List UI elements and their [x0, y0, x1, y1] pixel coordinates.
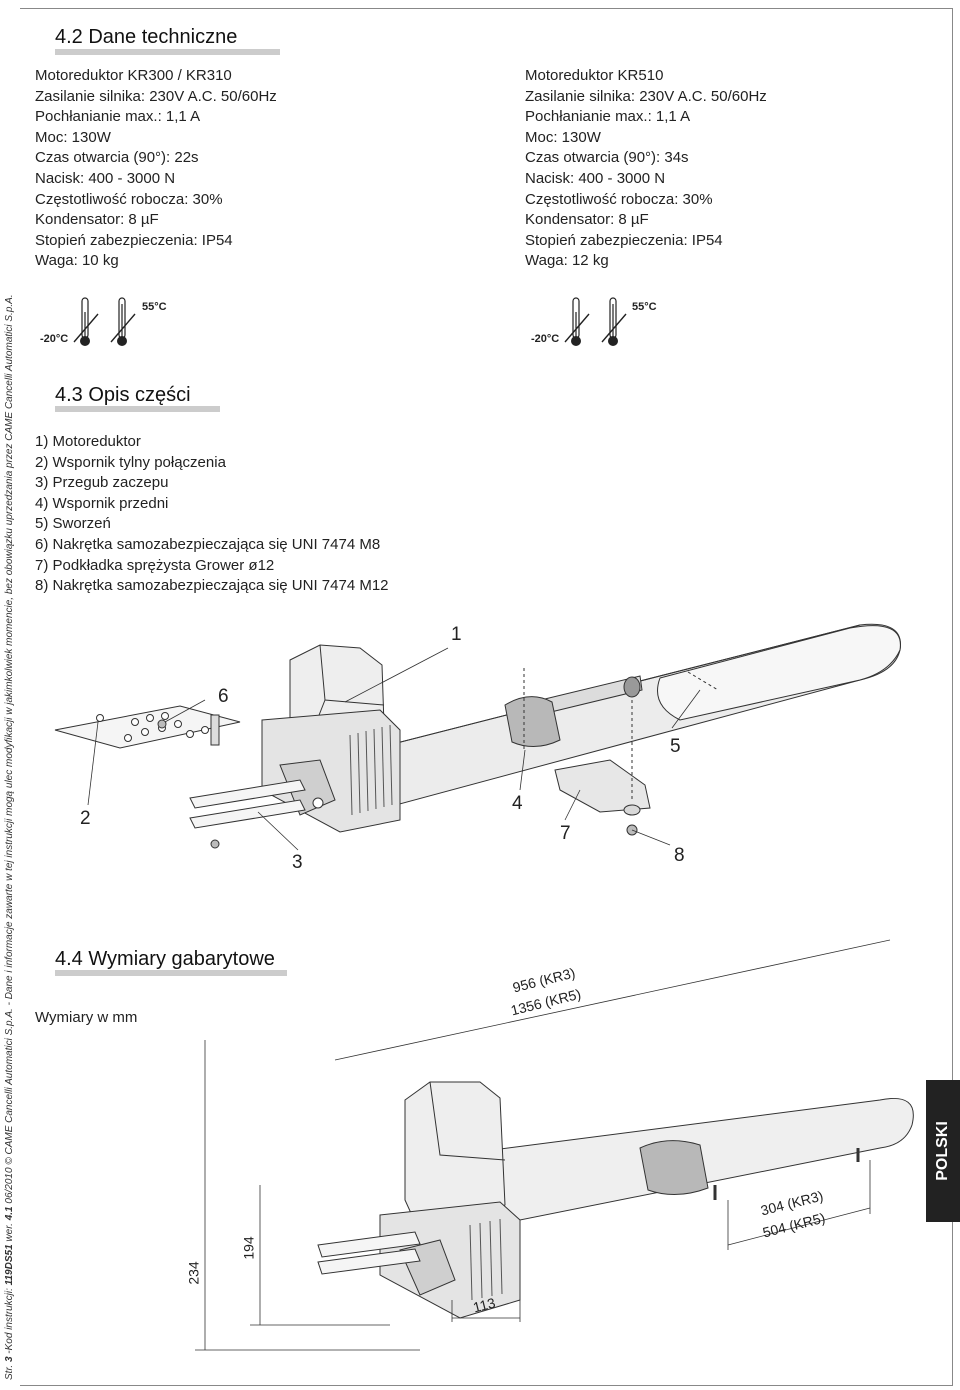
thermometer-bulb-icon: [608, 336, 618, 346]
spec-right-line: Kondensator: 8 µF: [525, 211, 649, 229]
parts-item-line: 5) Sworzeń: [35, 515, 111, 533]
spec-right-line: Moc: 130W: [525, 128, 601, 146]
thermometer-icon: [73, 297, 99, 343]
parts-item-line: 7) Podkładka sprężysta Grower ø12: [35, 556, 275, 574]
temp-max-left: 55°C: [142, 301, 167, 313]
callout-3: 3: [292, 852, 303, 873]
language-tab-label: POLSKI: [934, 1121, 951, 1181]
spec-left-line: Częstotliwość robocza: 30%: [35, 190, 223, 208]
spec-left-line: Motoreduktor KR300 / KR310: [35, 67, 232, 84]
spec-left-line: Moc: 130W: [35, 128, 111, 146]
thermometer-icon: [564, 297, 590, 343]
spec-right-line: Nacisk: 400 - 3000 N: [525, 169, 666, 187]
thermometer-icon: [110, 297, 136, 343]
spec-right-line: Czas otwarcia (90°): 34s: [525, 149, 689, 167]
exploded-parts-drawing: [54, 623, 901, 849]
spec-right-line: Zasilanie silnika: 230V A.C. 50/60Hz: [525, 87, 767, 105]
spec-left-line: Pochłanianie max.: 1,1 A: [35, 108, 201, 126]
thermometer-icon: [601, 297, 627, 343]
spec-left-line: Waga: 10 kg: [35, 252, 119, 270]
thermometer-bulb-icon: [80, 336, 90, 346]
spec-right-line: Częstotliwość robocza: 30%: [525, 190, 713, 208]
spec-left-line: Zasilanie silnika: 230V A.C. 50/60Hz: [35, 87, 277, 105]
page-frame: [20, 8, 953, 1386]
section-tech-underline: [55, 49, 280, 55]
spec-left-line: Stopień zabezpieczenia: IP54: [35, 231, 233, 249]
parts-item-line: 1) Motoreduktor: [35, 433, 141, 450]
dims-unit-note: Wymiary w mm: [35, 1009, 138, 1026]
section-tech-title: 4.2 Dane techniczne: [55, 26, 238, 48]
temp-max-right: 55°C: [632, 301, 657, 313]
temp-min-right: -20°C: [531, 333, 560, 345]
spec-right-line: Stopień zabezpieczenia: IP54: [525, 231, 723, 249]
parts-item-line: 2) Wspornik tylny połączenia: [35, 453, 226, 471]
language-tab: POLSKI: [926, 1080, 960, 1222]
callout-4: 4: [512, 793, 523, 814]
dimension-drawing: [317, 1081, 914, 1319]
callout-5: 5: [670, 736, 681, 757]
spec-right-line: Pochłanianie max.: 1,1 A: [525, 108, 691, 126]
callout-8: 8: [674, 845, 685, 866]
callout-1: 1: [451, 624, 462, 645]
dim-height-body: 194: [240, 1236, 257, 1260]
spec-left-line: Nacisk: 400 - 3000 N: [35, 169, 176, 187]
section-parts-underline: [55, 406, 220, 412]
callout-2: 2: [80, 808, 91, 829]
spec-left-line: Czas otwarcia (90°): 22s: [35, 149, 199, 167]
callout-leaders: [87, 647, 701, 851]
thermometer-bulb-icon: [117, 336, 127, 346]
spec-left-line: Kondensator: 8 µF: [35, 211, 159, 229]
dimension-lines: [195, 939, 891, 1351]
section-parts-title: 4.3 Opis części: [55, 384, 191, 406]
parts-item-line: 3) Przegub zaczepu: [35, 474, 169, 492]
section-dims-title: 4.4 Wymiary gabarytowe: [55, 948, 275, 970]
spec-right-line: Motoreduktor KR510: [525, 67, 664, 84]
dim-height-total: 234: [185, 1261, 202, 1285]
parts-list: 1) Motoreduktor 2) Wspornik tylny połącze…: [35, 432, 389, 597]
callout-6: 6: [218, 686, 229, 707]
parts-item-line: 6) Nakrętka samozabezpieczająca się UNI …: [35, 535, 381, 553]
thermometer-bulb-icon: [571, 336, 581, 346]
section-dims-underline: [55, 970, 287, 976]
parts-item-line: 4) Wspornik przedni: [35, 494, 169, 512]
callout-7: 7: [560, 823, 571, 844]
spec-right-line: Waga: 12 kg: [525, 252, 609, 270]
temp-min-left: -20°C: [40, 333, 69, 345]
parts-item-line: 8) Nakrętka samozabezpieczająca się UNI …: [35, 577, 389, 595]
